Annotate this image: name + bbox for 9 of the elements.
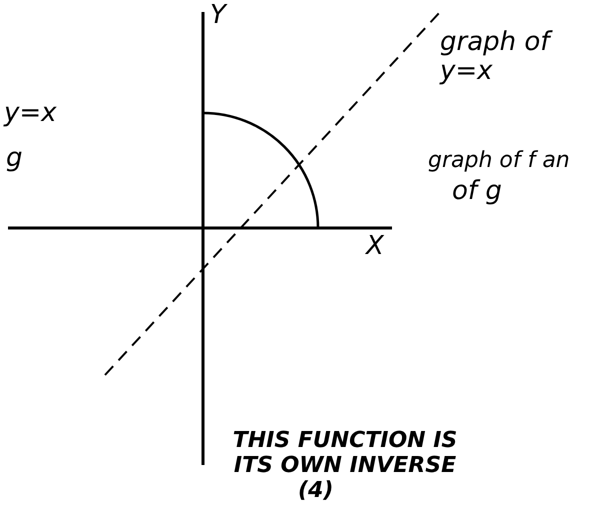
line-label: y=x [4, 100, 57, 126]
curve-label: g [6, 145, 23, 171]
figure-number: (4) [298, 480, 334, 502]
caption: THIS FUNCTION IS ITS OWN INVERSE [232, 428, 458, 479]
curve-label: of g [452, 178, 502, 204]
line-label: graph of y=x [440, 28, 590, 86]
axis-label: X [366, 233, 384, 259]
curve-label: graph of f an [428, 150, 570, 172]
axis-label: Y [210, 2, 226, 28]
